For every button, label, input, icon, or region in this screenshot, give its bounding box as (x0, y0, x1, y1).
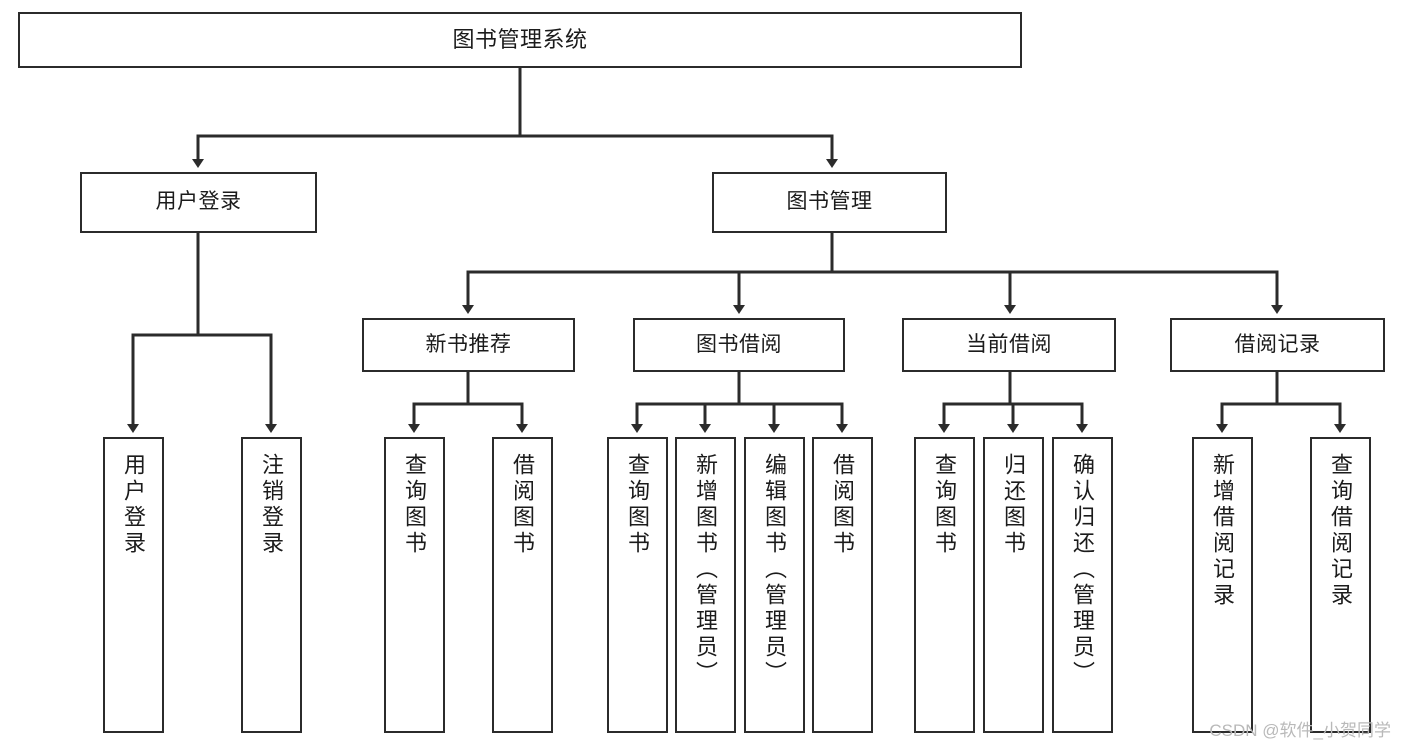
leaf-user-login[interactable]: 用户登录 (103, 437, 164, 733)
node-label: 当前借阅 (966, 332, 1052, 356)
leaf-query-borrow-record[interactable]: 查询借阅记录 (1310, 437, 1371, 733)
leaf-query-book-borrow[interactable]: 查询图书 (607, 437, 668, 733)
node-label: 查询图书 (625, 453, 651, 557)
leaf-edit-book[interactable]: 编辑图书（管理员） (744, 437, 805, 733)
node-current-borrow[interactable]: 当前借阅 (902, 318, 1116, 372)
node-book-management[interactable]: 图书管理 (712, 172, 947, 233)
node-label: 用户登录 (121, 453, 147, 557)
leaf-confirm-return[interactable]: 确认归还（管理员） (1052, 437, 1113, 733)
node-label: 用户登录 (155, 190, 242, 214)
node-label: 借阅记录 (1234, 332, 1321, 356)
leaf-add-book[interactable]: 新增图书（管理员） (675, 437, 736, 733)
leaf-return-book[interactable]: 归还图书 (983, 437, 1044, 733)
leaf-logout-login[interactable]: 注销登录 (241, 437, 302, 733)
leaf-borrow-book-recommend[interactable]: 借阅图书 (492, 437, 553, 733)
node-label: 编辑图书（管理员） (762, 453, 788, 687)
node-label: 新增图书（管理员） (693, 453, 719, 687)
node-new-book-recommend[interactable]: 新书推荐 (362, 318, 575, 372)
node-label: 查询图书 (932, 453, 958, 557)
leaf-query-book-current[interactable]: 查询图书 (914, 437, 975, 733)
node-label: 查询借阅记录 (1328, 453, 1354, 609)
leaf-borrow-book[interactable]: 借阅图书 (812, 437, 873, 733)
node-label: 图书管理系统 (452, 27, 588, 53)
node-root-system[interactable]: 图书管理系统 (18, 12, 1022, 68)
node-label: 图书管理 (786, 190, 873, 214)
node-user-login[interactable]: 用户登录 (80, 172, 317, 233)
node-label: 新书推荐 (425, 332, 512, 356)
node-label: 注销登录 (259, 453, 285, 557)
node-label: 归还图书 (1001, 453, 1027, 557)
leaf-add-borrow-record[interactable]: 新增借阅记录 (1192, 437, 1253, 733)
node-label: 借阅图书 (510, 453, 536, 557)
node-label: 确认归还（管理员） (1070, 453, 1096, 687)
node-book-borrow[interactable]: 图书借阅 (633, 318, 845, 372)
node-label: 借阅图书 (830, 453, 856, 557)
node-borrow-record[interactable]: 借阅记录 (1170, 318, 1385, 372)
node-label: 图书借阅 (696, 332, 782, 356)
leaf-query-book-recommend[interactable]: 查询图书 (384, 437, 445, 733)
node-label: 查询图书 (402, 453, 428, 557)
node-label: 新增借阅记录 (1210, 453, 1236, 609)
